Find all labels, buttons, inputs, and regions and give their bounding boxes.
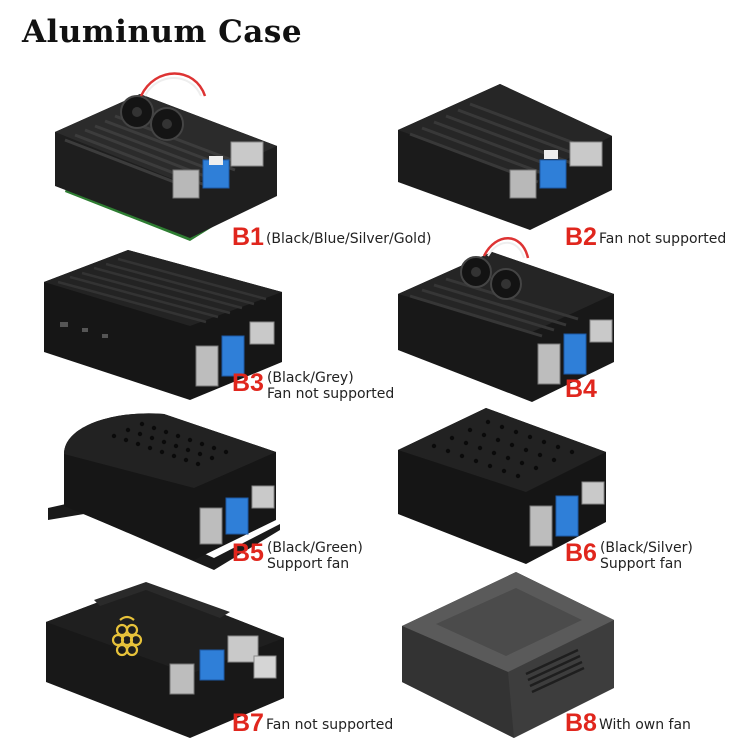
case-b1-label: B1 (Black/Blue/Silver/Gold) xyxy=(232,224,431,250)
case-code-b2: B2 xyxy=(565,223,597,251)
case-b2-photo xyxy=(398,84,612,230)
case-b5-note: (Black/Green) Support fan xyxy=(267,540,363,572)
case-b3-label: B3 (Black/Grey) Fan not supported xyxy=(232,370,394,402)
page-title: Aluminum Case xyxy=(22,14,303,50)
case-code-b7: B7 xyxy=(232,709,264,737)
raspberry-logo-icon xyxy=(111,615,143,657)
case-code-b1: B1 xyxy=(232,223,264,251)
case-code-b3: B3 xyxy=(232,369,264,397)
case-b8-note: With own fan xyxy=(598,717,691,733)
case-b5-variant: (Black/Green) xyxy=(266,540,363,556)
case-b3-photo xyxy=(44,250,282,400)
case-b4-photo xyxy=(398,237,614,402)
case-b7-photo xyxy=(46,582,284,738)
case-b8-photo xyxy=(402,572,614,738)
case-b7-label: B7 Fan not supported xyxy=(232,710,393,736)
case-b5-fan-note: Support fan xyxy=(266,556,350,572)
case-b2-label: B2 Fan not supported xyxy=(565,224,726,250)
case-b8-label: B8 With own fan xyxy=(565,710,691,736)
case-b7-note: Fan not supported xyxy=(265,717,394,733)
case-b5-photo xyxy=(48,413,280,570)
case-b2-note: Fan not supported xyxy=(598,231,727,247)
case-b3-variant: (Black/Grey) xyxy=(266,370,354,386)
case-b6-photo xyxy=(398,408,606,564)
case-b1-note: (Black/Blue/Silver/Gold) xyxy=(265,231,432,247)
case-code-b8: B8 xyxy=(565,709,597,737)
case-b6-fan-note: Support fan xyxy=(599,556,683,572)
case-b3-note: (Black/Grey) Fan not supported xyxy=(267,370,394,402)
case-code-b4: B4 xyxy=(565,375,597,403)
case-b6-label: B6 (Black/Silver) Support fan xyxy=(565,540,693,572)
case-b4-label: B4 xyxy=(565,376,597,402)
case-code-b5: B5 xyxy=(232,539,264,567)
case-b1-photo xyxy=(55,72,277,241)
case-b6-variant: (Black/Silver) xyxy=(599,540,693,556)
case-b3-fan-note: Fan not supported xyxy=(266,386,395,402)
case-b6-note: (Black/Silver) Support fan xyxy=(600,540,693,572)
case-code-b6: B6 xyxy=(565,539,597,567)
case-b5-label: B5 (Black/Green) Support fan xyxy=(232,540,363,572)
